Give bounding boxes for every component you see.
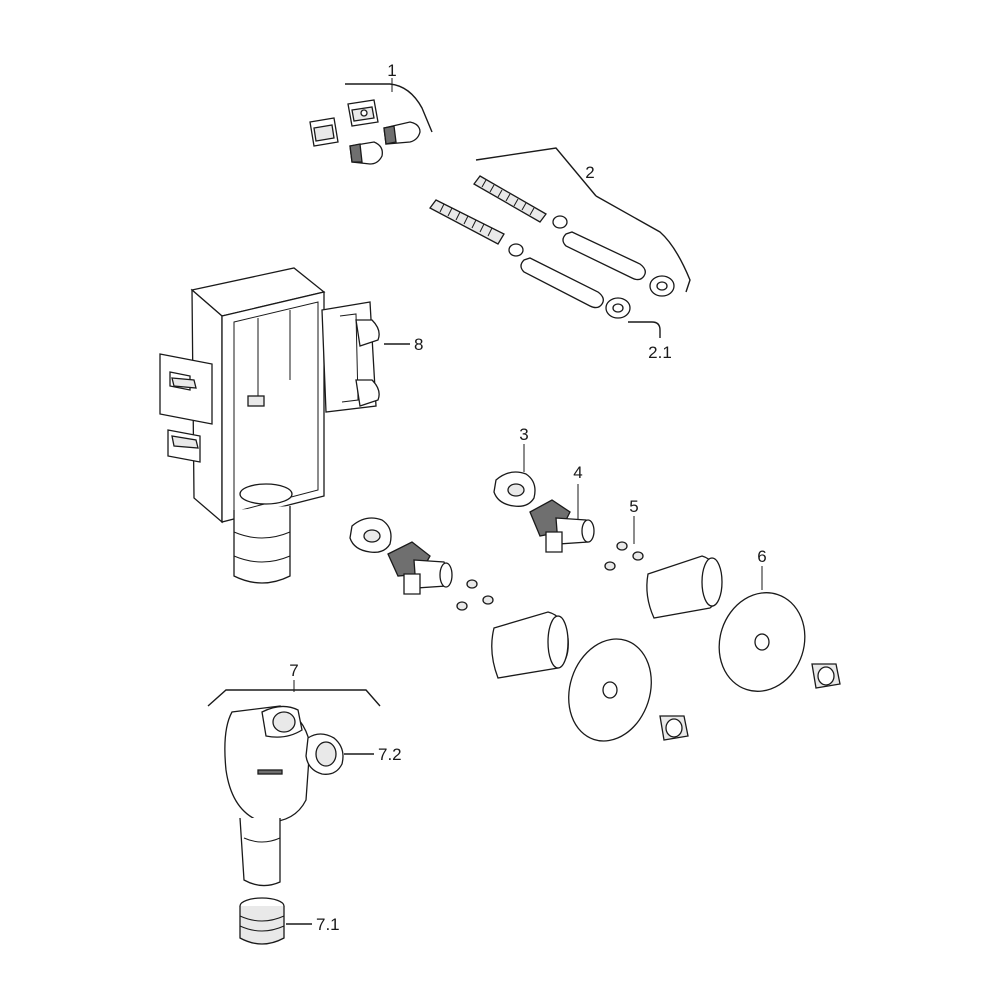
part-2-threaded-rods bbox=[429, 147, 691, 338]
part-1-clips bbox=[309, 78, 433, 165]
callout-1: 1 bbox=[387, 61, 396, 80]
part-4-wall-elbows bbox=[387, 484, 595, 595]
callout-4: 4 bbox=[573, 463, 582, 482]
callout-7-1: 7.1 bbox=[316, 915, 340, 934]
callout-8: 8 bbox=[414, 335, 423, 354]
callout-5: 5 bbox=[629, 497, 638, 516]
callout-6: 6 bbox=[757, 547, 766, 566]
callout-7-2: 7.2 bbox=[378, 745, 402, 764]
part-3-rosettes bbox=[349, 444, 536, 553]
part-8-install-box bbox=[159, 267, 410, 584]
callout-2-1: 2.1 bbox=[648, 343, 672, 362]
part-5-screws bbox=[456, 516, 723, 679]
part-7-siphon bbox=[207, 680, 381, 945]
part-6-cover-plates bbox=[568, 566, 841, 742]
callout-3: 3 bbox=[519, 425, 528, 444]
callout-2: 2 bbox=[585, 163, 594, 182]
callout-7: 7 bbox=[289, 661, 298, 680]
